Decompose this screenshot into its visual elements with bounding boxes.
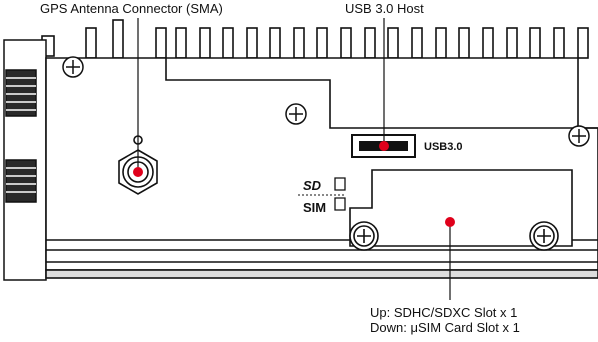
- screw-icon: [285, 103, 307, 125]
- antenna-connector-icon: [5, 69, 37, 117]
- usb-marker: [379, 141, 389, 151]
- slot-callout-down: Down: μSIM Card Slot x 1: [370, 320, 520, 335]
- gps-leader: [133, 18, 143, 177]
- card-slot-cover: [349, 169, 573, 247]
- sim-mark: SIM: [303, 200, 326, 215]
- screw-icon: [62, 56, 84, 78]
- screw-icon: [349, 221, 379, 251]
- slot-callout-up: Up: SDHC/SDXC Slot x 1: [370, 305, 518, 320]
- left-antenna-assembly: [3, 39, 47, 281]
- usb-leader: [379, 18, 389, 151]
- screw-icon: [568, 125, 590, 147]
- screw-icon: [529, 221, 559, 251]
- sd-card-icon: [334, 177, 346, 191]
- slot-leader: [445, 217, 455, 300]
- heatsink-fins: [41, 19, 589, 59]
- sd-mark: SD: [303, 178, 322, 193]
- gps-marker: [133, 167, 143, 177]
- usb-callout-label: USB 3.0 Host: [345, 1, 424, 16]
- antenna-connector-icon: [5, 159, 37, 203]
- usb-port-label: USB3.0: [424, 141, 463, 153]
- slot-marker: [445, 217, 455, 227]
- sim-card-icon: [334, 197, 346, 211]
- slot-callout-label: Up: SDHC/SDXC Slot x 1 Down: μSIM Card S…: [370, 305, 520, 335]
- gps-callout-label: GPS Antenna Connector (SMA): [40, 1, 223, 16]
